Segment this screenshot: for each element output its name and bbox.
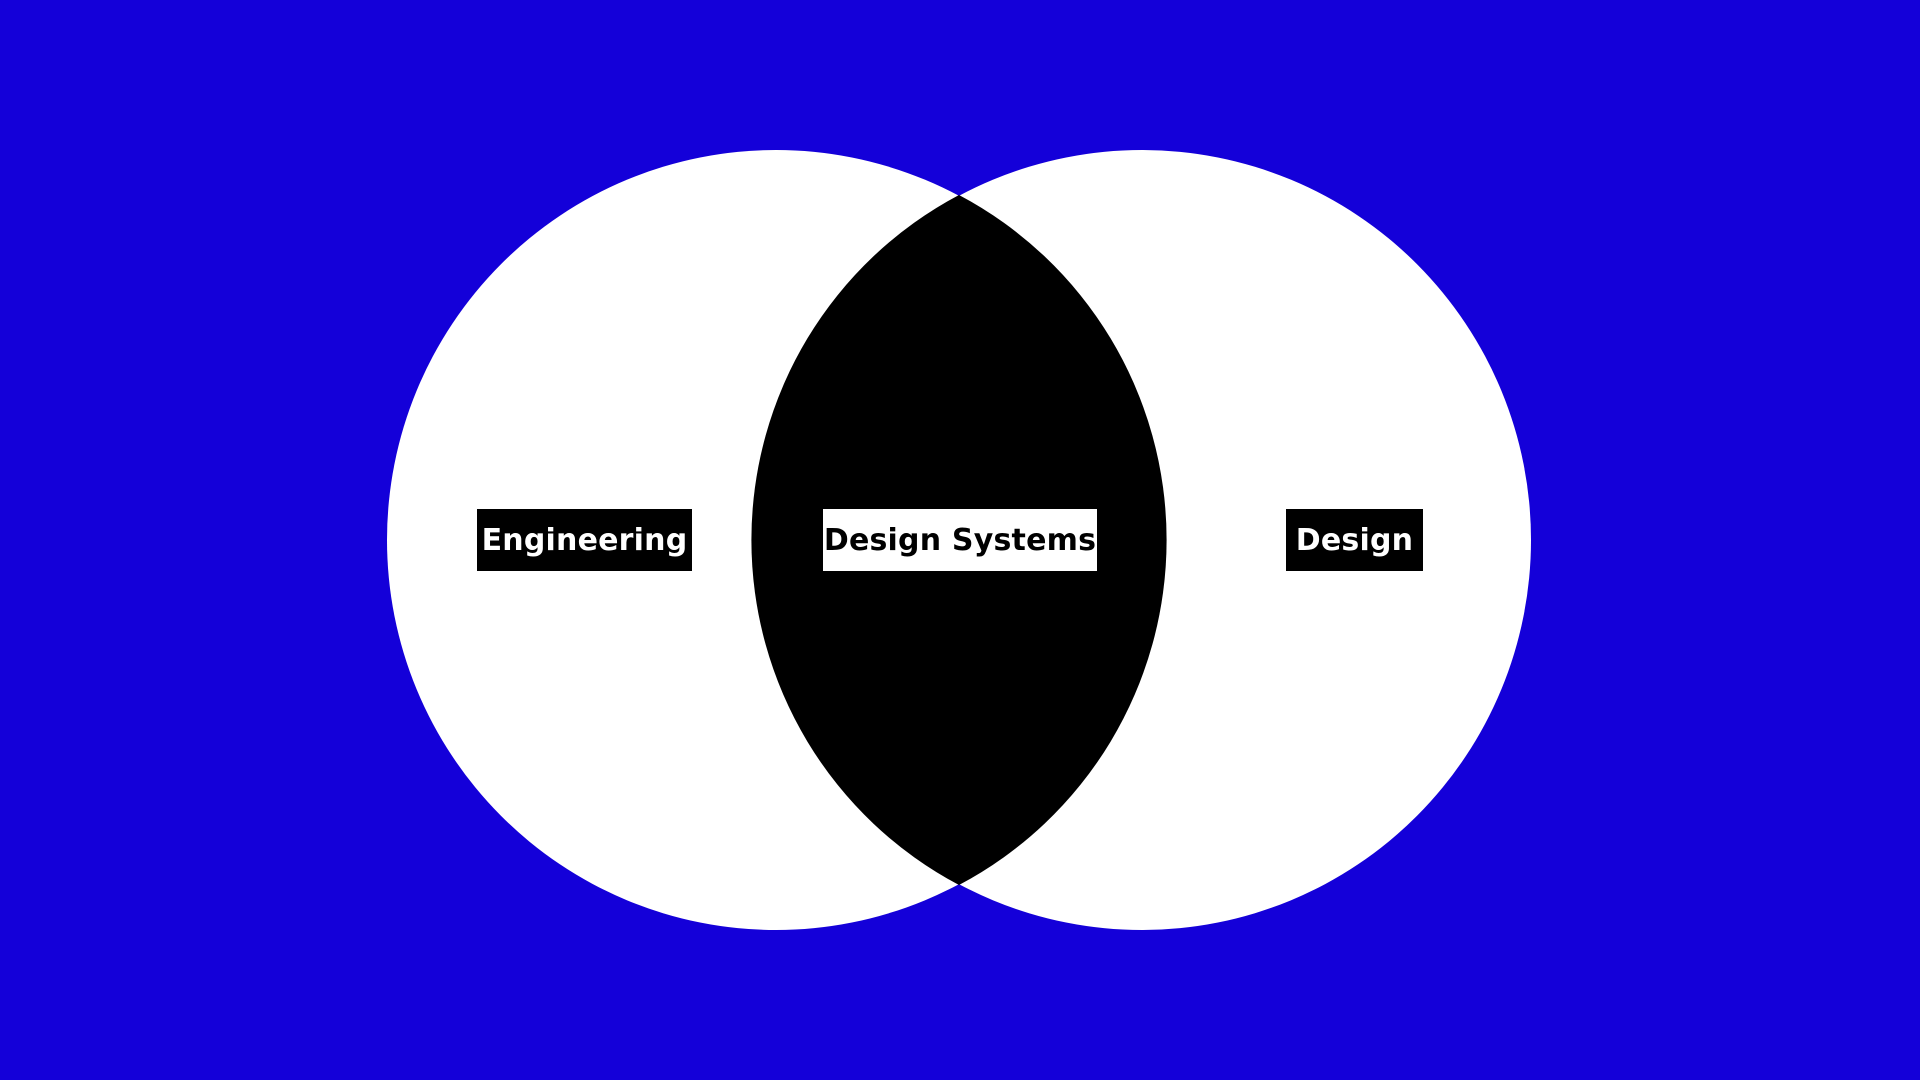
design-systems-label: Design Systems [823, 509, 1097, 571]
engineering-label: Engineering [477, 509, 692, 571]
design-label: Design [1286, 509, 1423, 571]
